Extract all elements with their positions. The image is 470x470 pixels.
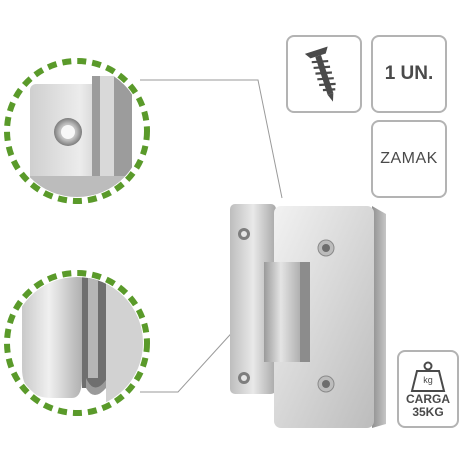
- load-label-line2: 35KG: [412, 405, 444, 419]
- zoom-detail-bottom: [4, 270, 150, 416]
- material-label: ZAMAK: [380, 150, 438, 167]
- load-label-line1: CARGA: [406, 392, 450, 406]
- zoom-detail-top: [4, 58, 150, 204]
- quantity-badge: 1 UN.: [371, 35, 447, 113]
- load-badge: kg CARGA 35KG: [397, 350, 459, 428]
- weight-unit: kg: [423, 375, 433, 385]
- screw-badge: [286, 35, 362, 113]
- weight-icon-wrap: kg: [408, 361, 448, 393]
- material-badge: ZAMAK: [371, 120, 447, 198]
- quantity-label: 1 UN.: [384, 63, 434, 84]
- weight-icon: [410, 361, 446, 392]
- glass-hinge-photo: [230, 204, 386, 428]
- screw-icon: [304, 46, 336, 102]
